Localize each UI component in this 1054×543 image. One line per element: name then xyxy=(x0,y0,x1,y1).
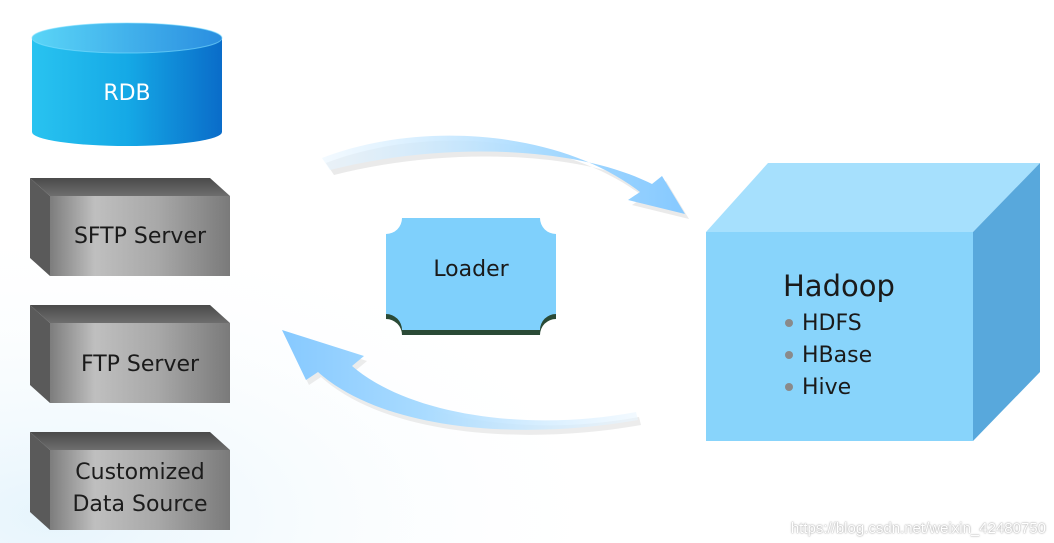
rdb-cylinder xyxy=(31,22,223,146)
hadoop-component-list: HDFS HBase Hive xyxy=(783,308,963,404)
loader-box xyxy=(386,218,556,335)
arrow-to-hadoop xyxy=(322,135,689,219)
ftp-server-label: FTP Server xyxy=(80,351,200,377)
arrow-to-sources xyxy=(282,330,641,435)
hadoop-title: Hadoop xyxy=(783,269,895,303)
hadoop-cube xyxy=(706,163,1040,441)
bullet-icon xyxy=(785,319,793,327)
hadoop-item-label: Hive xyxy=(802,375,852,400)
rdb-label: RDB xyxy=(103,80,151,106)
bullet-icon xyxy=(785,351,793,359)
custom-source-label-line1: Customized xyxy=(75,460,205,485)
hadoop-item-label: HDFS xyxy=(802,311,862,336)
hadoop-item-hive: Hive xyxy=(783,372,963,404)
sftp-server-label: SFTP Server xyxy=(73,223,207,249)
custom-source-label-line2: Data Source xyxy=(72,492,208,517)
bullet-icon xyxy=(785,383,793,391)
hadoop-item-hdfs: HDFS xyxy=(783,308,963,340)
hadoop-item-hbase: HBase xyxy=(783,340,963,372)
hadoop-item-label: HBase xyxy=(802,343,873,368)
hadoop-text: Hadoop HDFS HBase Hive xyxy=(783,266,963,404)
ftp-server-box xyxy=(30,305,230,403)
custom-source-label: Customized Data Source xyxy=(30,454,250,524)
loader-label: Loader xyxy=(433,256,509,282)
sftp-server-box xyxy=(30,178,230,276)
custom-source-box xyxy=(30,432,230,530)
watermark: https://blog.csdn.net/weixin_42480750 xyxy=(790,520,1046,537)
